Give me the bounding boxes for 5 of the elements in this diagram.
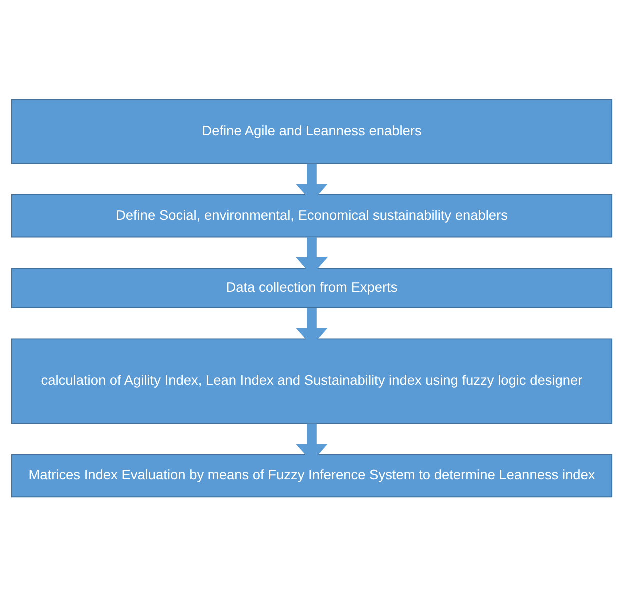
node-box: Data collection from Experts	[11, 268, 613, 308]
node-box: Define Agile and Leanness enablers	[11, 99, 613, 164]
node-box: Matrices Index Evaluation by means of Fuzzy Inference System to determine Leanness index	[11, 454, 613, 498]
node-box: calculation of Agility Index, Lean Index and Sustainability index using fuzzy logic designer	[11, 338, 613, 424]
node-box: Define Social, environmental, Economical sustainability enablers	[11, 194, 613, 238]
